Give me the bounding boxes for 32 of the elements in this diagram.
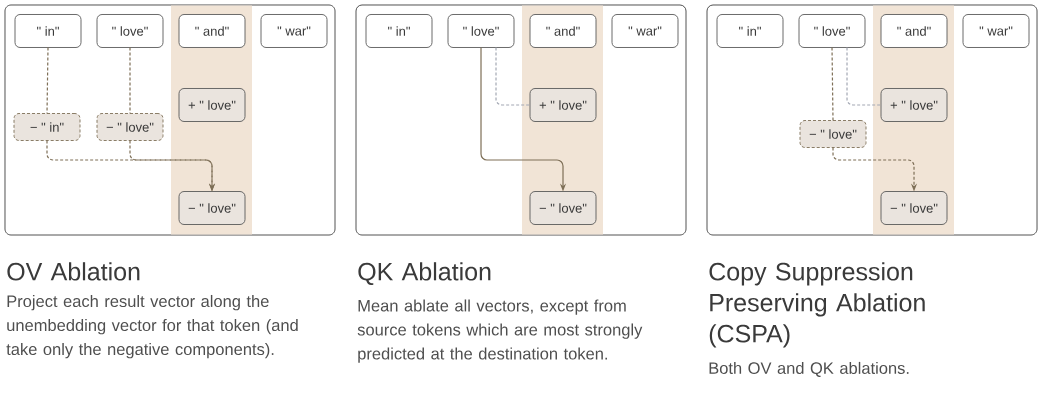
connector — [495, 46, 531, 106]
token-box: " and" — [178, 14, 246, 48]
token-box: " in" — [716, 14, 784, 48]
vector-box: − " love" — [529, 191, 597, 225]
connector — [831, 46, 834, 122]
token-box: " war" — [962, 14, 1030, 48]
token-box: " war" — [611, 14, 679, 48]
connector — [846, 46, 882, 106]
panel-description: Project each result vector along the unembedding vector for that token (and take only the negative components). — [6, 294, 298, 359]
token-box: " love" — [798, 14, 866, 48]
vector-box: − " in" — [13, 113, 81, 141]
panel-title: QK Ablation — [358, 262, 491, 286]
connector — [129, 46, 131, 115]
token-box: " love" — [447, 14, 515, 48]
token-box: " in" — [14, 14, 82, 48]
vector-box: − " love" — [799, 120, 867, 148]
vector-box: − " love" — [96, 113, 164, 141]
token-box: " in" — [365, 14, 433, 48]
vector-box: − " love" — [880, 191, 948, 225]
token-box: " and" — [529, 14, 597, 48]
connector — [46, 46, 49, 115]
vector-box: + " love" — [880, 88, 948, 122]
token-box: " love" — [96, 14, 164, 48]
token-box: " war" — [260, 14, 328, 48]
token-box: " and" — [880, 14, 948, 48]
panel-description: Mean ablate all vectors, except from source tokens which are most strongly predicted at the destination token. — [357, 299, 643, 363]
vector-box: − " love" — [178, 191, 246, 225]
vector-box: + " love" — [529, 88, 597, 122]
panel-description: Both OV and QK ablations. — [709, 361, 909, 377]
vector-box: + " love" — [178, 88, 246, 122]
panel-title: Copy Suppression Preserving Ablation (CSPA) — [709, 262, 925, 348]
panel-title: OV Ablation — [7, 262, 140, 281]
